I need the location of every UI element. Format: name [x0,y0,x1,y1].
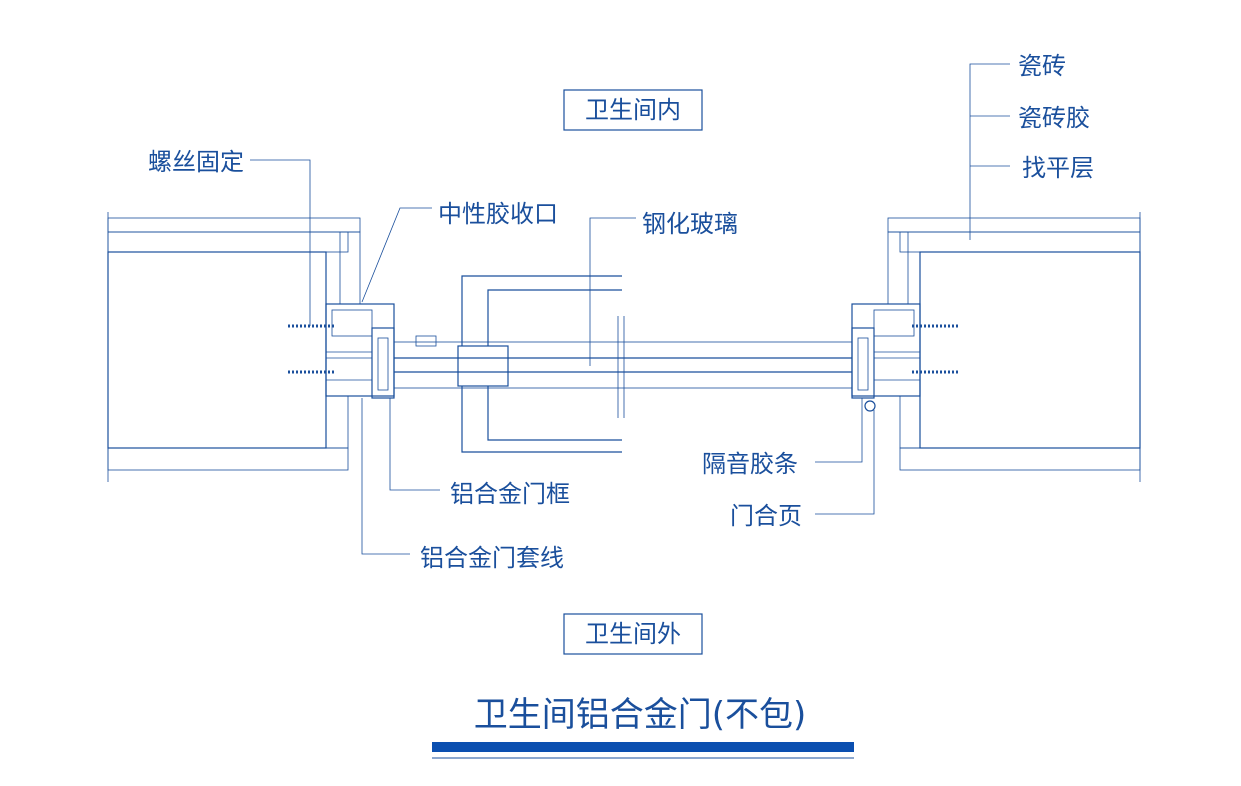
zone-outside-box [563,613,703,655]
label-leveling: 找平层 [1022,154,1094,182]
right-aluminum-frame [851,303,921,412]
label-casing: 铝合金门套线 [420,544,564,572]
title-underline-bar [432,742,854,752]
door-leaf [393,316,853,418]
right-wall [887,212,1141,482]
zone-outside-label: 卫生间外 [585,620,681,648]
label-hinge: 门合页 [730,502,802,530]
left-screws [288,324,334,374]
door-handle [461,275,622,453]
label-sealant: 中性胶收口 [438,200,558,228]
zone-inside-box [563,89,703,131]
label-tile-adhesive: 瓷砖胶 [1018,104,1090,132]
drawing-title: 卫生间铝合金门(不包) [474,695,807,735]
left-wall [107,212,361,482]
right-screws [912,324,958,374]
label-glass: 钢化玻璃 [642,210,738,238]
label-seal-strip: 隔音胶条 [702,450,798,478]
label-screw: 螺丝固定 [148,148,244,176]
zone-inside-label: 卫生间内 [585,96,681,124]
label-frame: 铝合金门框 [450,480,570,508]
left-aluminum-frame [325,303,395,399]
leader-lines [250,63,1010,555]
label-tile: 瓷砖 [1018,52,1066,80]
